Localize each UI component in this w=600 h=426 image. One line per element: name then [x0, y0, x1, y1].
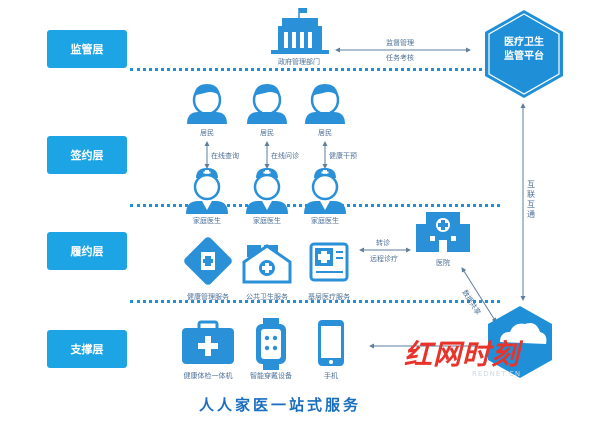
- platform-line2: 监管平台: [504, 51, 544, 62]
- doctor-label-1: 家庭医生: [193, 217, 221, 225]
- service-label-2: 公共卫生服务: [246, 293, 288, 301]
- supervision-edge-line2: 任务考核: [386, 54, 414, 62]
- resident-icon-1: [185, 82, 229, 126]
- layer-fulfillment: 履约层: [47, 232, 127, 270]
- device-label-3: 手机: [324, 372, 338, 380]
- separator-3: [130, 300, 500, 303]
- layer-signing: 签约层: [47, 136, 127, 174]
- resident-icon-3: [303, 82, 347, 126]
- doctor-label-2: 家庭医生: [253, 217, 281, 225]
- separator-1: [130, 68, 500, 71]
- consult-edge-label-1: 在线查询: [211, 152, 239, 160]
- watermark-logo: 红网时刻: [404, 338, 521, 371]
- watermark-subtext: REDNET.CN: [472, 370, 522, 378]
- resident-label-2: 居民: [260, 129, 274, 137]
- hospital-label: 医院: [436, 259, 450, 267]
- mobile-phone-icon: [318, 320, 344, 366]
- consult-edge-label-2: 在线问诊: [271, 152, 299, 160]
- government-label: 政府管理部门: [278, 58, 320, 66]
- cloud-hub-icon: [488, 306, 552, 378]
- layer-support: 支撑层: [47, 330, 127, 368]
- service-label-3: 基层医疗服务: [308, 293, 350, 301]
- medical-kit-icon: [182, 320, 234, 364]
- doctor-icon-3: [302, 166, 348, 216]
- layer-supervision: 监管层: [47, 30, 127, 68]
- health-management-icon: [184, 237, 232, 285]
- referral-edge-line1: 转诊: [376, 239, 390, 247]
- resident-label-3: 居民: [318, 129, 332, 137]
- hospital-icon: [416, 212, 470, 252]
- supervision-edge-line1: 监督管理: [386, 39, 414, 47]
- doctor-icon-2: [244, 166, 290, 216]
- smart-watch-icon: [256, 318, 286, 370]
- resident-icon-2: [245, 82, 289, 126]
- device-label-2: 智能穿戴设备: [250, 372, 292, 380]
- doctor-icon-1: [184, 166, 230, 216]
- service-label-1: 健康管理服务: [187, 293, 229, 301]
- government-building-icon: [271, 8, 329, 54]
- primary-care-icon: [309, 242, 349, 282]
- platform-line1: 医疗卫生: [504, 37, 544, 48]
- interconnect-edge-label: 互联互通: [527, 180, 535, 219]
- public-health-icon: [242, 244, 292, 284]
- referral-edge-line2: 远程诊疗: [370, 255, 398, 263]
- doctor-label-3: 家庭医生: [311, 217, 339, 225]
- platform-title: 医疗卫生 监管平台: [481, 36, 567, 64]
- consult-edge-label-3: 健康干预: [329, 152, 357, 160]
- resident-label-1: 居民: [200, 129, 214, 137]
- device-label-1: 健康体检一体机: [183, 372, 233, 380]
- footer-title: 人人家医一站式服务: [199, 396, 362, 414]
